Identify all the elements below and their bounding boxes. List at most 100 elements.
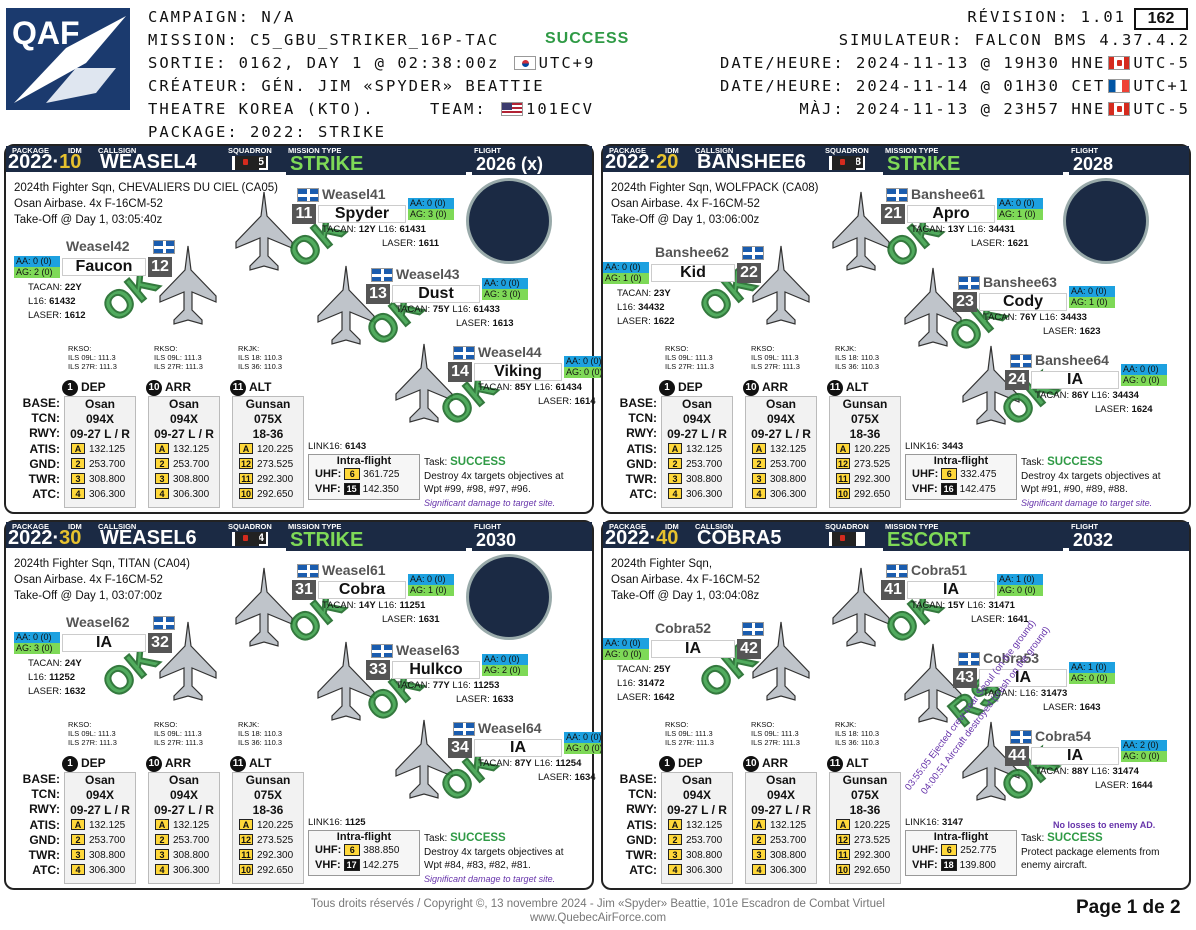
channel-badge: 3 [752,849,766,860]
f16-icon [235,191,293,271]
header-right-line: RÉVISION: 1.01 [967,8,1126,26]
airfield-code: RKSO: [154,344,178,353]
f16-icon [832,191,890,271]
flag-icon [153,616,175,630]
takeoff-time: Take-Off @ Day 1, 03:04:08z [611,590,760,602]
ag-kills: AG: 1 (0) [1069,297,1115,308]
team-label: TEAM: [430,100,487,118]
runway: 09-27 L / R [751,803,811,817]
aircraft-callsign: Weasel64 [478,720,542,736]
airfield-code: RKSO: [751,720,775,729]
aircraft-callsign: Weasel42 [66,238,130,254]
squadron-flag [829,532,865,546]
channel-badge: 6 [941,844,958,856]
channel-badge: 3 [71,473,85,484]
runway: 09-27 L / R [667,803,727,817]
channel-badge: 11 [836,473,850,484]
task-description: Destroy 4x targets objectives at Wpt #91… [1021,470,1161,496]
flag-icon [513,56,536,70]
flag-icon [832,156,856,170]
aircraft-callsign: Cobra53 [983,650,1040,666]
aircraft-number: 14 [448,362,472,382]
waypoint-number: 10 [743,380,759,396]
pilot-name: Viking [474,363,562,381]
damage-report: Significant damage to target site. [424,873,556,884]
header-left-line: PACKAGE: 2022: STRIKE [148,123,386,141]
page-number-box: 162 [1134,8,1188,30]
squadron-name: 2024th Fighter Sqn, TITAN (CA04) [14,558,190,570]
channel-badge: 2 [752,834,766,845]
aircraft-callsign: Weasel62 [66,614,130,630]
airfield-code: RKJK: [238,344,260,353]
runway: 09-27 L / R [70,803,130,817]
aircraft-callsign: Weasel63 [396,642,460,658]
channel-badge: 4 [668,864,682,875]
package-label: PACKAGE [12,146,49,155]
header-left-line: CRÉATEUR: GÉN. JIM «SPYDER» BEATTIE [148,77,545,95]
base-row-labels: BASE:TCN:RWY:ATIS:GND:TWR:ATC: [619,772,657,878]
squadron-flag: 4 [232,532,268,546]
f16-icon [159,245,217,325]
task-label: Task: [424,833,448,844]
flag-icon [832,532,856,546]
package-label: PACKAGE [12,522,49,531]
squadron-info: 2024th Fighter Sqn, WOLFPACK (CA08)Osan … [611,180,819,228]
flight-callsign: COBRA5 [697,527,782,549]
waypoint-number: 1 [62,756,78,772]
base-name: Osan [765,397,796,411]
logo-text: QAF [12,15,80,51]
channel-badge: 3 [668,473,682,484]
waypoint-number: 10 [146,380,162,396]
website-link[interactable]: www.QuebecAirForce.com [529,912,667,924]
airfield-code: RKJK: [835,344,857,353]
package-number: 2022·40 [605,527,679,549]
channel-badge: A [71,443,85,454]
flight-label: FLIGHT [1071,146,1099,155]
ag-kills: AG: 1 (0) [408,585,454,596]
squadron-label: SQUADRON [825,146,869,155]
channel-badge: 4 [71,864,85,875]
f16-icon [832,567,890,647]
runway: 18-36 [252,803,284,817]
aa-kills: AA: 0 (0) [482,654,528,665]
tacan-channel: 094X [85,412,115,426]
package-number: 2022·20 [605,151,679,173]
ag-kills: AG: 1 (0) [603,273,649,284]
squadron-emblem [466,554,552,640]
tacan-channel: 075X [850,788,880,802]
ag-kills: AG: 0 (0) [997,585,1043,596]
flag-icon [1010,730,1032,744]
f16-icon [159,621,217,701]
mission-type-label: MISSION TYPE [288,146,342,155]
base-row-labels: BASE:TCN:RWY:ATIS:GND:TWR:ATC: [22,772,60,878]
base-info: Osan Airbase. 4x F-16CM-52 [611,198,760,210]
channel-badge: 12 [239,834,253,845]
ag-kills: AG: 2 (0) [482,665,528,676]
task-description: Destroy 4x targets objectives at Wpt #84… [424,846,564,872]
channel-badge: 10 [836,864,850,875]
aircraft-number: 23 [953,292,977,312]
